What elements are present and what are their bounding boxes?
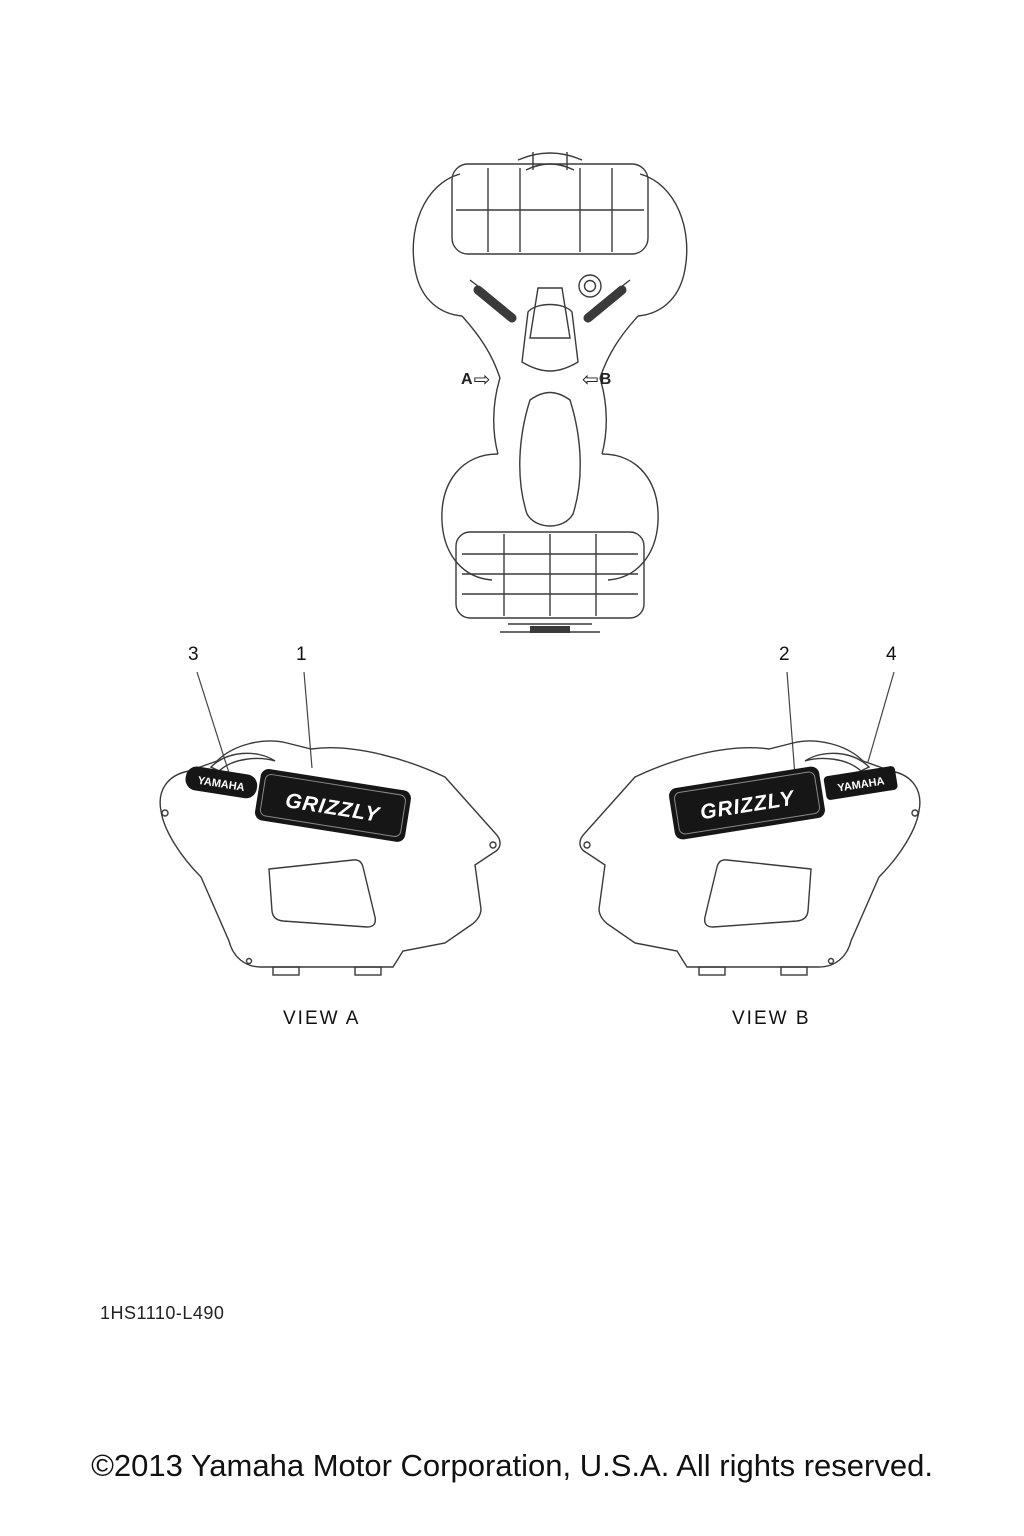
arrow-label-a: A ⇨ (461, 370, 490, 390)
copyright-text: ©2013 Yamaha Motor Corporation, U.S.A. A… (91, 1448, 933, 1483)
arrow-label-b: ⇦ B (582, 370, 611, 390)
arrow-a-letter: A (461, 371, 473, 388)
part-number: 1HS1110-L490 (100, 1303, 225, 1323)
grizzly-decal-view-b: GRIZZLY (669, 766, 825, 840)
view-a-label: VIEW A (283, 1008, 361, 1029)
callout-1: 1 (296, 644, 307, 665)
atv-top-view-diagram (400, 140, 700, 640)
callout-4: 4 (886, 644, 897, 665)
grizzly-decal-view-a: GRIZZLY (254, 769, 411, 842)
view-b-panel-diagram: GRIZZLY YAMAHA (565, 715, 935, 990)
arrow-b-letter: B (599, 371, 612, 388)
yamaha-decal-view-a: YAMAHA (185, 766, 258, 799)
arrow-left-icon: ⇦ (582, 369, 599, 391)
yamaha-decal-view-b: YAMAHA (823, 766, 898, 800)
arrow-right-icon: ⇨ (473, 369, 491, 391)
view-a-panel-diagram: GRIZZLY YAMAHA (145, 715, 515, 990)
view-b-label: VIEW B (732, 1008, 811, 1029)
callout-3: 3 (188, 644, 199, 665)
callout-2: 2 (779, 644, 790, 665)
atv-top-view-drawing (412, 152, 688, 633)
